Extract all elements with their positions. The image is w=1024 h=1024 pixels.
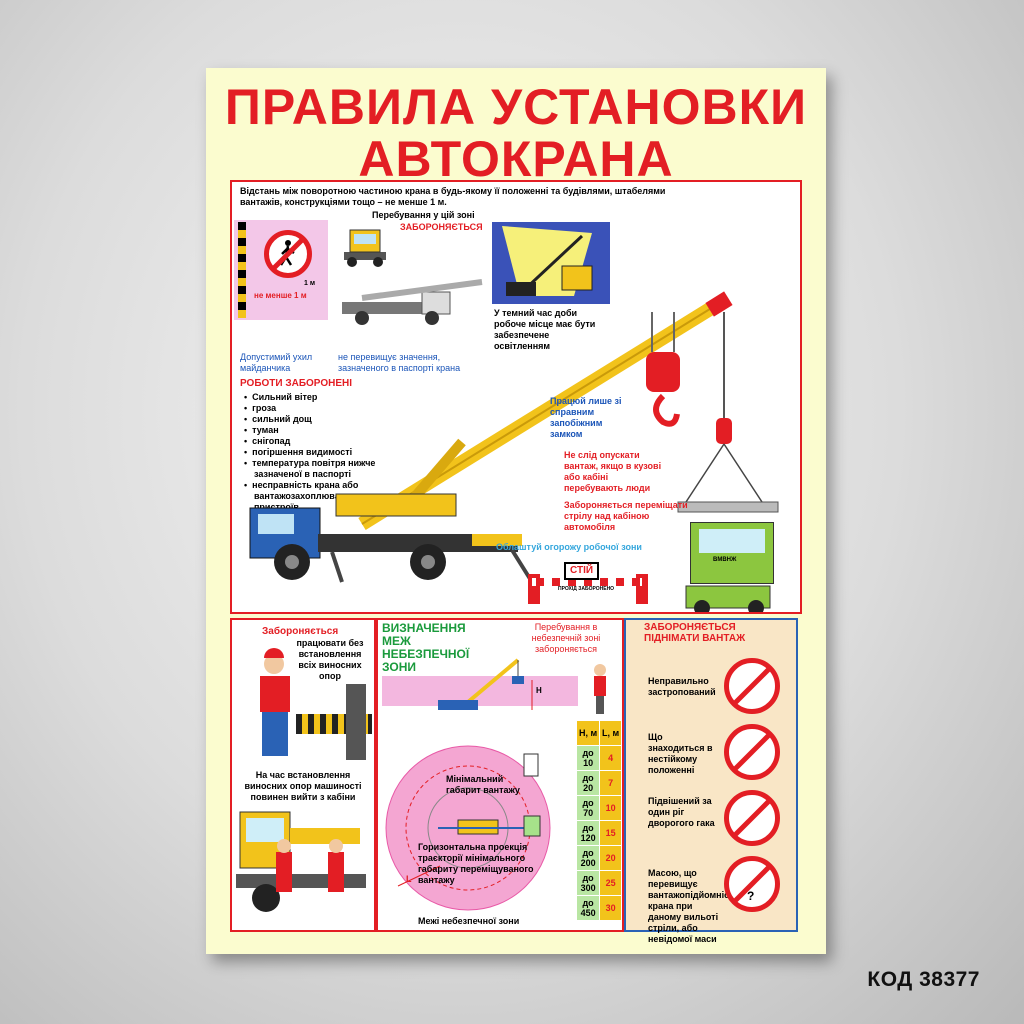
- hook-lock-text: Працюй лише зі справним запобіжним замко…: [550, 396, 622, 439]
- zone-forbidden-text: ЗАБОРОНЯЄТЬСЯ: [400, 222, 483, 232]
- right-panel: ЗАБОРОНЯЄТЬСЯ ПІДНІМАТИ ВАНТАЖ Неправиль…: [624, 618, 798, 944]
- h-label: H: [536, 686, 542, 695]
- no-boom-text: Забороняється переміщати стрілу над кабі…: [564, 500, 688, 532]
- table-row: до 120 15: [575, 820, 622, 846]
- danger-zone-stay-text: Перебування в небезпечній зоні забороняє…: [531, 622, 601, 654]
- hazard-stripe: [238, 222, 246, 318]
- no-lower-text: Не слід опускати вантаж, якщо в кузові а…: [564, 450, 662, 493]
- truck-crane-side-illustration: [342, 279, 483, 325]
- min-gabarit-label: Мінімальний габарит вантажу: [446, 774, 520, 795]
- truck-crane-front-illustration: [344, 229, 386, 267]
- workers-truck-illustration: [236, 811, 366, 912]
- table-cell-h: до 120: [580, 823, 596, 843]
- intro-text: Відстань між поворотною частиною крана в…: [240, 186, 666, 207]
- green-truck-cab: ВМВНЖ: [690, 522, 774, 584]
- works-item: несправність крана або вантажозахоплювал…: [252, 480, 404, 513]
- table-cell-l: 7: [608, 778, 614, 788]
- table-cell-l: 10: [605, 803, 616, 813]
- night-work-panel: [492, 222, 610, 304]
- distance-min-label: не менше 1 м: [254, 291, 307, 300]
- zone-stay-text: Перебування у цій зоні: [372, 210, 475, 220]
- right-panel-title: ЗАБОРОНЯЄТЬСЯ ПІДНІМАТИ ВАНТАЖ: [644, 622, 746, 644]
- stop-sign: СТІЙ: [564, 562, 600, 580]
- projection-label: Горизонтальна проекція траєкторії мініма…: [418, 842, 534, 885]
- poster: ПРАВИЛА УСТАНОВКИ АВТОКРАНА Відстань між…: [206, 68, 826, 954]
- works-item: температура повітря нижче зазначеної в п…: [252, 458, 404, 480]
- table-row: до 450 30: [575, 895, 622, 921]
- slope-value: не перевищує значення, зазначеного в пас…: [338, 352, 461, 373]
- table-header-h: Н, м: [578, 728, 598, 738]
- question-mark: ?: [747, 889, 755, 903]
- works-forbidden-list: Сильний вітер гроза сильний дощ туман сн…: [242, 392, 404, 513]
- works-item: погіршення видимості: [252, 447, 404, 458]
- truck-plate: ВМВНЖ: [713, 557, 737, 563]
- top-frame: Відстань між поворотною частиною крана в…: [230, 180, 802, 614]
- one-horn-hook-icon: [724, 790, 780, 846]
- table-header-l: L, м: [602, 728, 620, 738]
- left-text-2: На час встановлення виносних опор машино…: [244, 770, 362, 802]
- l-label: L: [406, 874, 412, 884]
- danger-zone-plan-illustration: [385, 745, 551, 911]
- table-cell-l: 4: [608, 753, 614, 763]
- table-row: до 70 10: [575, 795, 622, 821]
- wrong-slinging-icon: [724, 658, 780, 714]
- night-work-text: У темний час доби робоче місце має бути …: [494, 308, 596, 351]
- poster-title-line2: АВТОКРАНА: [358, 131, 674, 187]
- overweight-load-icon: ?: [724, 856, 780, 912]
- table-cell-h: до 10: [582, 748, 594, 768]
- middle-panel: ВИЗНАЧЕННЯ МЕЖ НЕБЕЗПЕЧНОЇ ЗОНИ Перебува…: [376, 618, 624, 932]
- table-row: до 300 25: [575, 870, 622, 896]
- table-cell-h: до 300: [580, 873, 596, 893]
- works-item: туман: [252, 425, 404, 436]
- table-row: до 200 20: [575, 845, 622, 871]
- table-row: до 20 7: [575, 770, 622, 796]
- forbidden-load-item: Неправильно застропований: [648, 676, 716, 697]
- table-cell-l: 20: [605, 853, 616, 863]
- table-cell-h: до 450: [580, 898, 596, 918]
- works-item: снігопад: [252, 436, 404, 447]
- works-forbidden-title: РОБОТИ ЗАБОРОНЕНІ: [240, 378, 353, 389]
- fence-text: Облаштуй огорожу робочої зони: [496, 542, 642, 552]
- forbidden-load-item: Масою, що перевищує вантажопідйомність к…: [648, 868, 740, 944]
- worker-outrigger-illustration: [260, 648, 372, 760]
- left-panel: Забороняється працювати без встановлення…: [230, 618, 376, 932]
- forbidden-load-item: Підвішений за один ріг дворогого гака: [648, 796, 715, 828]
- no-pedestrian-icon: [264, 230, 312, 278]
- table-cell-h: до 200: [580, 848, 596, 868]
- works-item: Сильний вітер: [252, 392, 404, 403]
- works-item: сильний дощ: [252, 414, 404, 425]
- table-row: до 10 4: [575, 745, 622, 771]
- truck-crane-main-illustration: [249, 291, 779, 612]
- stop-sign-sub: ПРОХІД ЗАБОРОНЕНО: [558, 586, 615, 592]
- left-text-1: працювати без встановлення всіх виносних…: [296, 638, 364, 681]
- slope-label: Допустимий ухил майданчика: [240, 352, 313, 373]
- zone-border-label: Межі небезпечної зони: [418, 916, 520, 926]
- table-cell-l: 25: [605, 878, 616, 888]
- left-forbidden-label: Забороняється: [262, 626, 339, 637]
- product-code: КОД 38377: [867, 968, 980, 991]
- stop-sign-text: СТІЙ: [570, 565, 594, 576]
- poster-title-line1: ПРАВИЛА УСТАНОВКИ: [224, 79, 808, 135]
- unstable-load-icon: [724, 724, 780, 780]
- height-distance-table: Н, м L, м до 10 4 до 20 7 до 70 10 до 12…: [575, 720, 622, 921]
- table-cell-h: до 20: [582, 773, 594, 793]
- distance-label: 1 м: [304, 280, 316, 287]
- table-cell-l: 30: [605, 903, 616, 913]
- works-item: гроза: [252, 403, 404, 414]
- forbidden-load-item: Що знаходиться в нестійкому положенні: [648, 732, 713, 775]
- table-cell-h: до 70: [582, 798, 594, 818]
- crane-zone-illustration: [438, 658, 606, 714]
- table-cell-l: 15: [605, 828, 616, 838]
- danger-zone-title: ВИЗНАЧЕННЯ МЕЖ НЕБЕЗПЕЧНОЇ ЗОНИ: [382, 621, 470, 674]
